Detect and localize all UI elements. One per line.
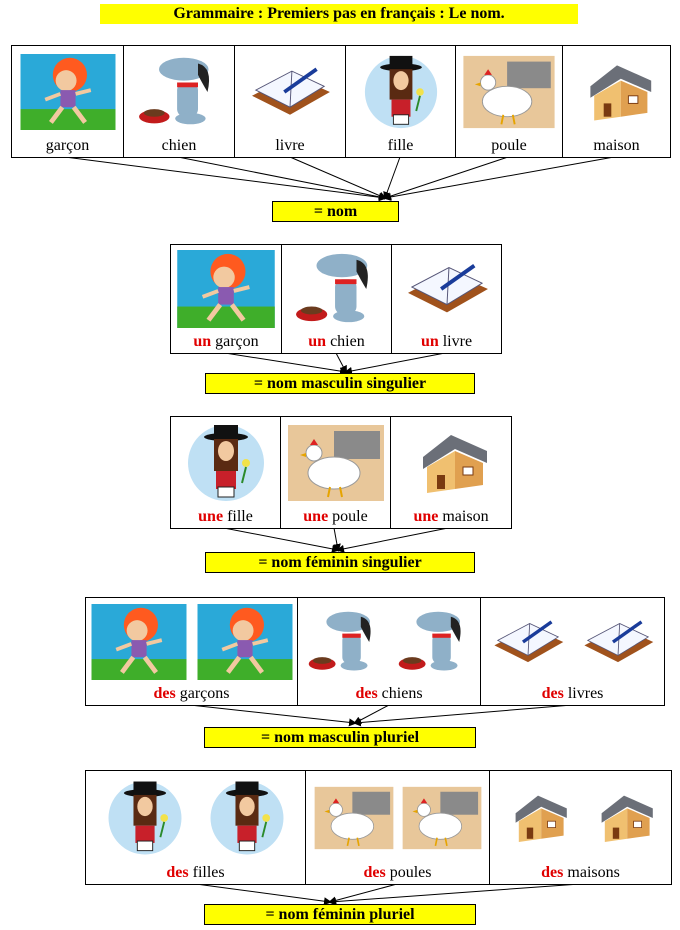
word-label: fille [387,137,414,154]
article-label: des [166,864,189,881]
hen-icon [286,423,386,503]
noun-label: livres [567,685,604,702]
noun-label: chiens [381,685,423,702]
house-icon [498,780,578,856]
item-cell-chien: un chien [282,245,392,353]
dog-icon [392,604,476,680]
result-box-nom: = nom [272,201,399,222]
boy-icon [89,604,189,680]
boy-icon [195,604,295,680]
house-icon [401,423,501,503]
result-box-masculin-pluriel: = nom masculin pluriel [204,727,476,748]
noun-label: poules [389,864,432,881]
hen-icon [401,777,483,859]
item-cell-maisons: des maisons [490,771,671,884]
word-cell-fille: fille [346,46,456,157]
hen-icon [313,777,395,859]
dog-icon [129,54,229,130]
noun-label: filles [192,864,225,881]
house-icon [584,780,664,856]
section-2-row: un garçon un chien un livre [170,244,502,354]
result-box-feminin-singulier: = nom féminin singulier [205,552,475,573]
word-cell-poule: poule [456,46,563,157]
article-label: des [541,685,564,702]
girl-icon [176,423,276,503]
item-cell-poule: une poule [281,417,391,528]
book-icon [576,604,660,680]
article-label: des [363,864,386,881]
item-cell-fille: une fille [171,417,281,528]
article-label: un [420,333,439,350]
noun-label: maisons [567,864,620,881]
article-label: une [303,508,329,525]
noun-label: poule [332,508,368,525]
word-label: livre [275,137,305,154]
result-box-masculin-singulier: = nom masculin singulier [205,373,475,394]
result-box-feminin-pluriel: = nom féminin pluriel [204,904,476,925]
section-5-row: des filles des poules des maisons [85,770,672,885]
girl-icon [351,54,451,130]
item-cell-chiens: des chiens [298,598,481,705]
book-icon [486,604,570,680]
word-cell-livre: livre [235,46,346,157]
boy-icon [18,54,118,130]
article-label: des [541,864,564,881]
house-icon [569,54,665,130]
hen-icon [461,54,557,130]
noun-label: fille [227,508,253,525]
word-cell-maison: maison [563,46,670,157]
item-cell-livres: des livres [481,598,664,705]
noun-label: maison [442,508,489,525]
article-label: une [413,508,439,525]
noun-label: garçon [215,333,259,350]
section-4-row: des garçons des chiens des livres [85,597,665,706]
noun-label: chien [330,333,365,350]
page-title: Grammaire : Premiers pas en français : L… [100,4,578,24]
boy-icon [176,250,276,328]
dog-icon [302,604,386,680]
item-cell-garcon: un garçon [171,245,282,353]
item-cell-garcons: des garçons [86,598,298,705]
article-label: des [355,685,378,702]
word-label: chien [161,137,197,154]
article-label: une [198,508,224,525]
article-label: un [308,333,327,350]
dog-icon [287,250,387,328]
article-label: un [193,333,212,350]
girl-icon [97,777,193,859]
girl-icon [199,777,295,859]
noun-label: livre [442,333,473,350]
noun-label: garçons [179,685,230,702]
word-label: poule [491,137,527,154]
section-1-word-row: garçon chien livre fille poule maison [11,45,671,158]
book-icon [240,54,340,130]
word-label: garçon [45,137,90,154]
item-cell-livre: un livre [392,245,501,353]
word-label: maison [593,137,640,154]
word-cell-garcon: garçon [12,46,124,157]
word-cell-chien: chien [124,46,235,157]
book-icon [397,250,497,328]
item-cell-filles: des filles [86,771,306,884]
section-3-row: une fille une poule une maison [170,416,512,529]
item-cell-maison: une maison [391,417,511,528]
article-label: des [153,685,176,702]
item-cell-poules: des poules [306,771,490,884]
